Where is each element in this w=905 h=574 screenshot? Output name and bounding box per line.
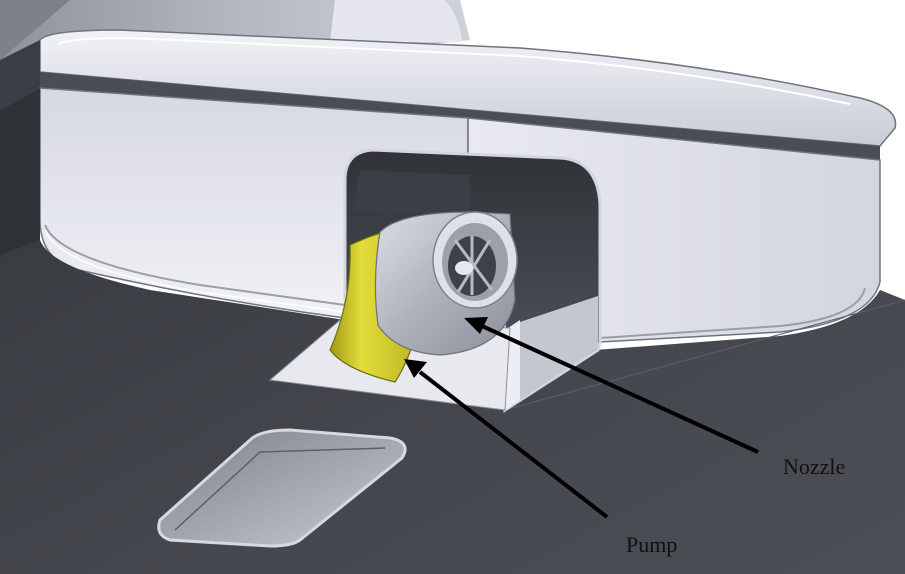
pump-label: Pump	[626, 532, 677, 557]
hull-bottom	[0, 88, 905, 574]
intake-recess	[157, 428, 407, 548]
nozzle-label: Nozzle	[783, 454, 845, 479]
pump-arrow	[404, 359, 609, 519]
nozzle-arrow	[464, 317, 759, 454]
